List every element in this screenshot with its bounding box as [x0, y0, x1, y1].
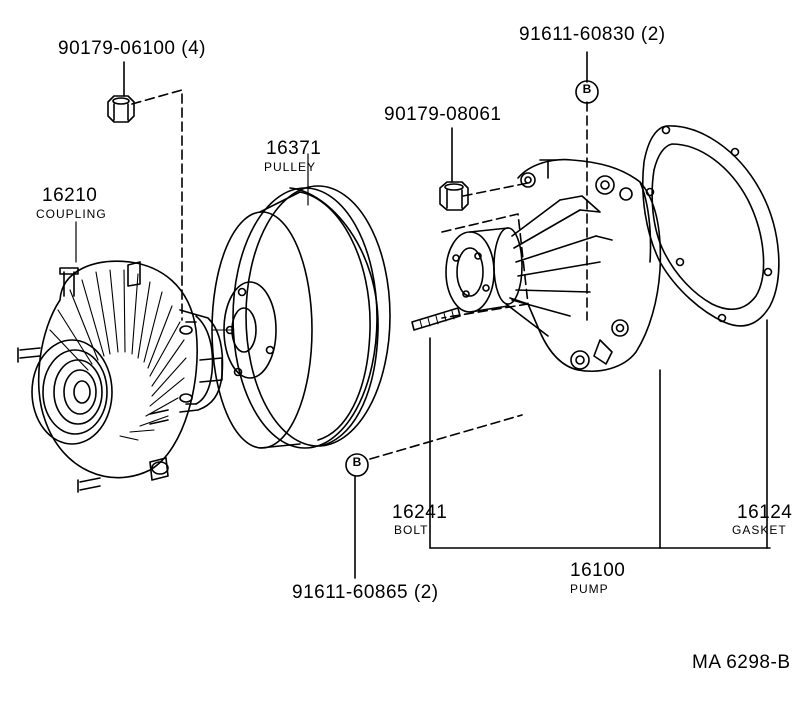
- part-name-pump: PUMP: [570, 582, 609, 596]
- part-number-bolt: 16241: [392, 502, 448, 523]
- part-number-nut-single: 90179-08061: [384, 104, 502, 125]
- leader-lines: [75, 51, 771, 579]
- part-name-pulley: PULLEY: [264, 160, 317, 174]
- part-number-pump: 16100: [570, 560, 626, 581]
- nut-icon: [439, 181, 469, 211]
- b-marker-label: B: [582, 82, 592, 96]
- part-number-bolt-2-top: 91611-60830 (2): [519, 24, 666, 45]
- stud-bolt-icon: [411, 307, 461, 331]
- b-marker-label: B: [352, 455, 362, 469]
- part-name-coupling: COUPLING: [36, 207, 107, 221]
- part-number-gasket: 16124: [737, 502, 793, 523]
- b-marker-bottom: [345, 453, 369, 477]
- gasket-drawing: [641, 125, 780, 327]
- nut-icon: [107, 95, 135, 123]
- part-number-bolt-2-bottom: 91611-60865 (2): [292, 582, 439, 603]
- part-name-gasket: GASKET: [732, 523, 787, 537]
- part-name-bolt: BOLT: [394, 523, 429, 537]
- water-pump-drawing: [441, 158, 662, 372]
- diagram-code: MA 6298-B: [692, 652, 791, 673]
- fan-coupling-drawing: [17, 260, 224, 493]
- part-number-nut-4: 90179-06100 (4): [58, 38, 206, 59]
- pulley-drawing: [211, 185, 391, 449]
- b-marker-top: [575, 80, 599, 104]
- part-number-coupling: 16210: [42, 185, 98, 206]
- part-number-pulley: 16371: [266, 138, 322, 159]
